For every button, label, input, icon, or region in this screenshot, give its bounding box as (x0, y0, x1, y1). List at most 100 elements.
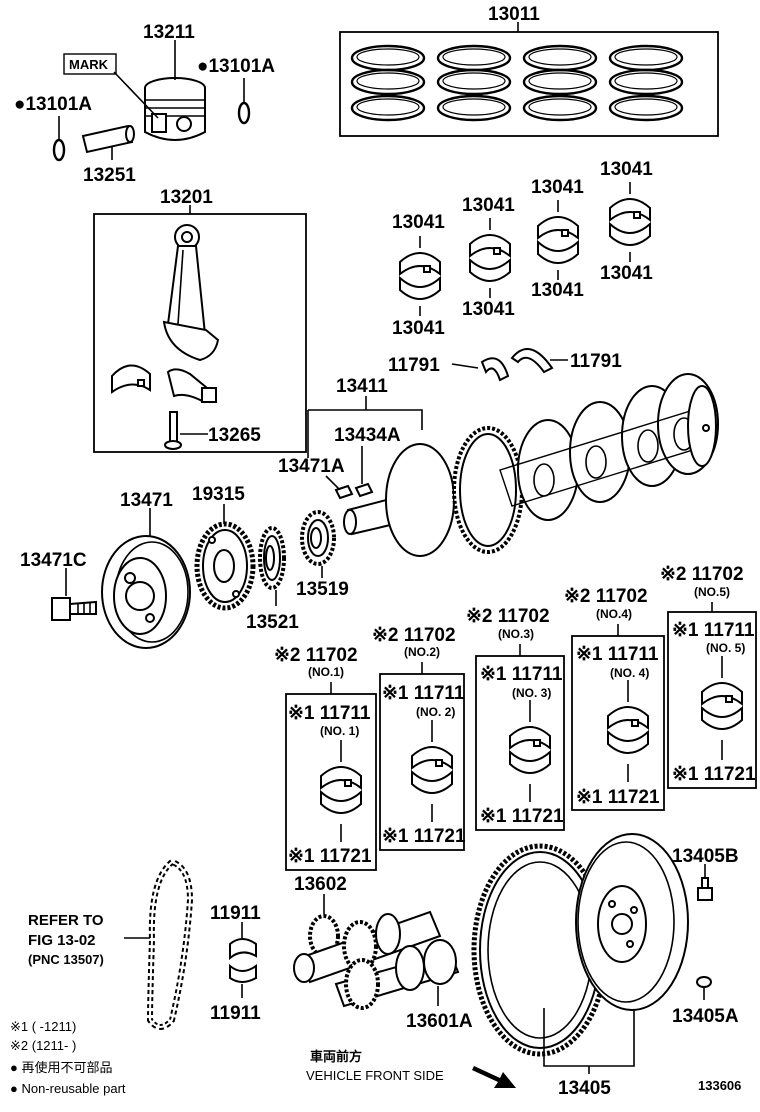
bearing-shell-pair (399, 252, 441, 300)
bearing-shell-pair (607, 706, 649, 754)
label-13405: 13405 (558, 1078, 611, 1099)
label-13602: 13602 (294, 874, 347, 895)
mark-box (63, 53, 117, 75)
piston-pin (81, 124, 135, 154)
piston-ring-stack (522, 44, 598, 122)
label-13521: 13521 (246, 612, 299, 633)
label-b5-no: (NO.5) (694, 585, 730, 599)
flywheel-bolt (697, 877, 713, 901)
label-13601a: 13601A (406, 1011, 473, 1032)
label-b1-upper-no: (NO. 1) (320, 724, 359, 738)
bearing-shell-pair (320, 766, 362, 814)
label-13405a: 13405A (672, 1006, 739, 1027)
label-13041-g: 13041 (600, 159, 653, 180)
crankshaft-sprocket-13519 (300, 510, 336, 566)
crankshaft-pulley (101, 535, 191, 649)
label-13434a: 13434A (334, 425, 401, 446)
label-13265: 13265 (208, 425, 261, 446)
label-b5-top: ※2 11702 (660, 564, 744, 585)
main-bearing-sets (285, 602, 757, 871)
label-13041-h: 13041 (600, 263, 653, 284)
label-13471: 13471 (120, 490, 173, 511)
bearing-shell-pair (609, 198, 651, 246)
crankshaft-key-13471a (334, 484, 354, 500)
piston-ring-set-box (339, 31, 719, 137)
label-b4-upper-no: (NO. 4) (610, 666, 649, 680)
label-b1-lower: ※1 11721 (288, 846, 372, 867)
piston (144, 40, 206, 141)
label-b2-upper-no: (NO. 2) (416, 705, 455, 719)
label-13101a-right: ●13101A (197, 56, 275, 77)
crankshaft (343, 373, 719, 557)
bearing-shell-pair (537, 216, 579, 264)
bearing-11911 (229, 938, 257, 983)
refer-to-line1: REFER TO (28, 912, 104, 929)
front-side-jp: 車両前方 (310, 1049, 362, 1064)
flywheel-dowel (696, 976, 712, 988)
label-b4-top: ※2 11702 (564, 586, 648, 607)
label-11791-left: 11791 (388, 355, 440, 376)
main-bearing-box (667, 602, 757, 789)
label-b2-upper: ※1 11711 (382, 683, 465, 704)
label-13405b: 13405B (672, 846, 739, 867)
connecting-rod-bearings (399, 182, 651, 316)
label-b4-upper: ※1 11711 (576, 644, 659, 665)
label-13041-e: 13041 (531, 177, 584, 198)
main-bearing-box (475, 644, 565, 831)
ring-gear (471, 843, 609, 1057)
bearing-shell-pair (701, 682, 743, 730)
main-bearing-box (571, 624, 665, 811)
legend-non-reusable-jp: ● 再使用不可部品 (10, 1060, 112, 1075)
connecting-rod-bearing-upper (111, 364, 151, 394)
crankshaft-gear-13521 (258, 526, 286, 590)
label-13101a-left: ●13101A (14, 94, 92, 115)
label-13011: 13011 (488, 4, 540, 25)
legend-note-1: ※1 ( -1211) (10, 1019, 76, 1034)
refer-to-line2: FIG 13-02 (28, 932, 96, 949)
label-13471c: 13471C (20, 550, 87, 571)
label-13211: 13211 (143, 22, 195, 43)
label-13041-a: 13041 (392, 212, 445, 233)
label-b1-no: (NO.1) (308, 665, 344, 679)
label-b3-no: (NO.3) (498, 627, 534, 641)
piston-ring-stack (436, 44, 512, 122)
piston-pin-snap-ring-left (52, 138, 66, 162)
label-11911-bottom: 11911 (210, 1003, 261, 1024)
main-bearing-box (285, 682, 377, 871)
label-b2-no: (NO.2) (404, 645, 440, 659)
piston-ring-stack (608, 44, 684, 122)
front-arrow (472, 1066, 516, 1088)
label-13201: 13201 (160, 187, 213, 208)
label-13519: 13519 (296, 579, 349, 600)
connecting-rod-box (93, 213, 307, 453)
label-b3-upper-no: (NO. 3) (512, 686, 551, 700)
label-b3-upper: ※1 11711 (480, 664, 563, 685)
label-b5-upper: ※1 11711 (672, 620, 755, 641)
legend-non-reusable-en: ● Non-reusable part (10, 1081, 126, 1096)
label-13041-f: 13041 (531, 280, 584, 301)
label-19315: 19315 (192, 484, 245, 505)
balance-shaft-13601a (334, 939, 460, 1010)
bearing-shell-pair (469, 234, 511, 282)
pulley-bolt (51, 597, 97, 621)
front-side-en: VEHICLE FRONT SIDE (306, 1068, 444, 1083)
label-b5-lower: ※1 11721 (672, 764, 756, 785)
bearing-shell-pair (411, 746, 453, 794)
label-13471a: 13471A (278, 456, 345, 477)
label-b1-top: ※2 11702 (274, 645, 358, 666)
label-b5-upper-no: (NO. 5) (706, 641, 745, 655)
label-b2-lower: ※1 11721 (382, 826, 466, 847)
main-bearing-box (379, 662, 465, 851)
thrust-washer-left (480, 357, 510, 382)
label-b3-lower: ※1 11721 (480, 806, 564, 827)
label-b4-lower: ※1 11721 (576, 787, 660, 808)
label-13411: 13411 (336, 376, 388, 397)
label-b2-top: ※2 11702 (372, 625, 456, 646)
label-11911-top: 11911 (210, 903, 261, 924)
label-mark: MARK (69, 57, 109, 72)
figure-number: 133606 (698, 1078, 741, 1093)
timing-chain (146, 858, 194, 1030)
label-b4-no: (NO.4) (596, 607, 632, 621)
connecting-rod-bolt (164, 411, 182, 450)
